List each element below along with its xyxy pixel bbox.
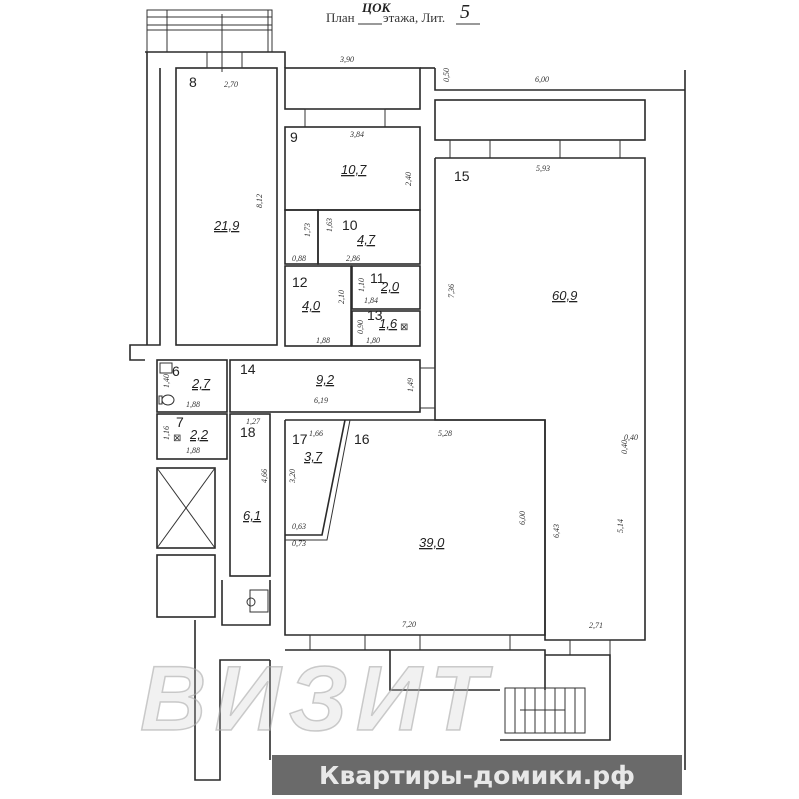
room-number: 11 — [370, 270, 385, 286]
dimension: 2,70 — [224, 80, 238, 89]
floor-suffix: этажа, Лит. — [383, 10, 445, 25]
room-area: 2,7 — [191, 376, 211, 391]
site-logo-banner: Квартиры-домики.рф — [272, 755, 682, 795]
walls — [129, 9, 686, 781]
room-area: 21,9 — [213, 218, 239, 233]
room-number: 10 — [342, 217, 358, 233]
dimension: 6,00 — [535, 75, 549, 84]
dimension: 0,40 — [620, 440, 629, 454]
room-number: 6 — [172, 363, 180, 379]
room-area: 4,0 — [302, 298, 321, 313]
dimension: 1,49 — [406, 378, 415, 392]
room-number: 15 — [454, 168, 470, 184]
dimension: 4,66 — [260, 469, 269, 483]
dimension: 1,84 — [364, 296, 378, 305]
dimension: 2,40 — [404, 172, 413, 186]
room-area: 2,0 — [380, 279, 400, 294]
room-labels: 8 21,9 9 10,7 10 4,7 11 2,0 12 4,0 13 1,… — [172, 74, 577, 550]
dimension: 2,86 — [346, 254, 360, 263]
dimension: 1,27 — [246, 417, 261, 426]
dimension: 1,40 — [162, 374, 171, 388]
room-area: 1,6 — [379, 316, 398, 331]
room-area: 6,1 — [243, 508, 261, 523]
dimension: 1,63 — [325, 218, 334, 232]
dimension: 1,88 — [186, 400, 200, 409]
room-number: 16 — [354, 431, 370, 447]
dimension: 1,88 — [316, 336, 330, 345]
dimension: 5,28 — [438, 429, 452, 438]
drain-icon: ⊠ — [173, 433, 181, 444]
dimension: 0,73 — [292, 539, 306, 548]
dimension: 3,20 — [288, 469, 297, 484]
dimension: 1,80 — [366, 336, 380, 345]
dimension: 2,71 — [589, 621, 603, 630]
dimension: 7,36 — [447, 284, 456, 298]
room-number: 8 — [189, 74, 197, 90]
plan-label: План — [326, 10, 355, 25]
room-area: 10,7 — [341, 162, 367, 177]
dimension: 6,00 — [518, 511, 527, 525]
dimension: 5,14 — [616, 519, 625, 533]
drain-icon: ⊠ — [400, 322, 408, 333]
dimension: 3,90 — [339, 55, 354, 64]
room-number: 14 — [240, 361, 256, 377]
dimension: 8,12 — [255, 194, 264, 208]
room-area: 60,9 — [552, 288, 577, 303]
dimension: 0,88 — [292, 254, 306, 263]
dimension: 6,43 — [552, 524, 561, 538]
dimension: 0,90 — [356, 320, 365, 334]
floor-label: ЦОК — [361, 0, 392, 15]
dimension: 3,84 — [349, 130, 364, 139]
dimension: 1,10 — [357, 278, 366, 292]
room-area: 4,7 — [357, 232, 376, 247]
room-area: 2,2 — [189, 427, 209, 442]
dimension: 5,93 — [536, 164, 550, 173]
sink-icon — [159, 362, 173, 374]
litera-value: 5 — [460, 1, 470, 23]
room-area: 3,7 — [304, 449, 323, 464]
room-number: 9 — [290, 129, 298, 145]
watermark: ВИЗИТ — [140, 648, 494, 750]
toilet-icon — [158, 394, 175, 406]
room-area: 9,2 — [316, 372, 335, 387]
site-logo-text: Квартиры-домики.рф — [319, 760, 635, 790]
dimension: 1,88 — [186, 446, 200, 455]
dimension: 0,40 — [624, 433, 638, 442]
dimension: 1,73 — [303, 223, 312, 237]
dimension: 1,16 — [162, 426, 171, 440]
dimension: 0,63 — [292, 522, 306, 531]
dimension-labels: 3,90 0,50 6,00 2,70 8,12 3,84 2,40 1,73 … — [162, 55, 638, 630]
room-number: 12 — [292, 274, 308, 290]
dimension: 7,20 — [402, 620, 416, 629]
dimension: 0,50 — [442, 68, 451, 82]
dimension: 6,19 — [314, 396, 328, 405]
dimension: 2,10 — [337, 290, 346, 304]
room-number: 17 — [292, 431, 308, 447]
room-number: 7 — [176, 414, 184, 430]
dimension: 1,66 — [309, 429, 323, 438]
room-area: 39,0 — [419, 535, 445, 550]
room-number: 13 — [367, 307, 383, 323]
room-number: 18 — [240, 424, 256, 440]
